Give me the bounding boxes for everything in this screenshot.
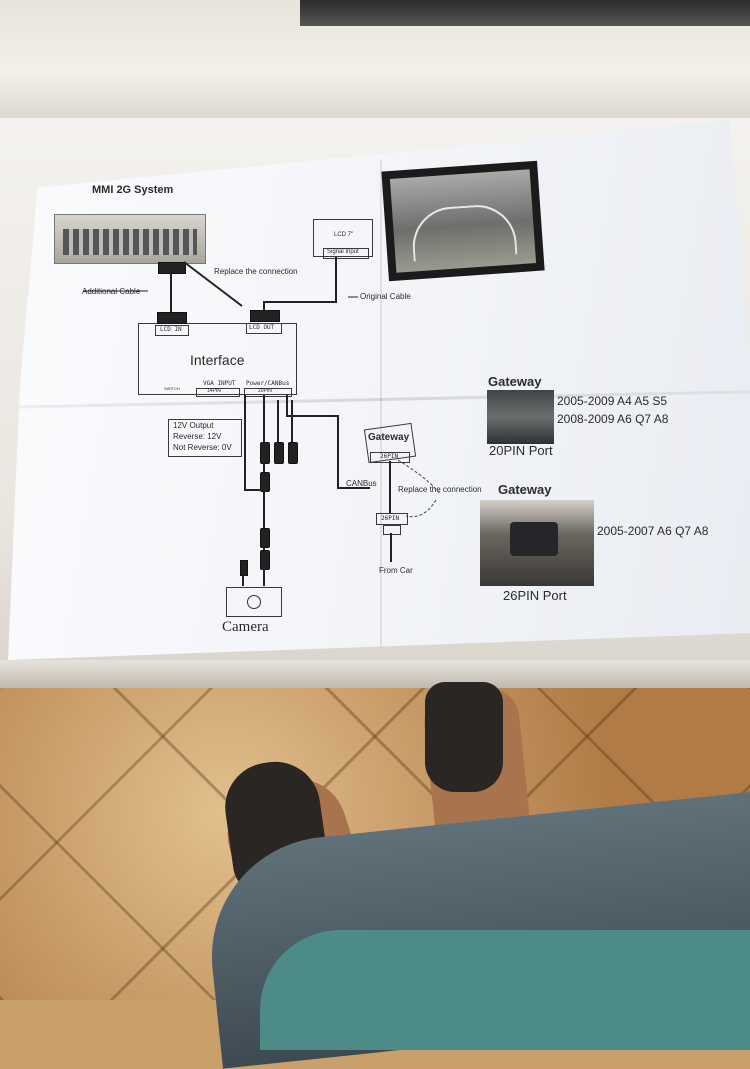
lcd-box (313, 219, 373, 257)
replace-connection-bottom-label: Replace the connection (398, 485, 482, 494)
fold-line-vertical (380, 160, 382, 660)
output-12v-label: 12V Output (173, 421, 214, 430)
rca-plug-1 (260, 442, 270, 464)
pin26-lower-box (376, 513, 408, 525)
instruction-sheet (8, 120, 750, 660)
pin26-lower-label: 26PIN (381, 515, 400, 522)
right-sandal (425, 682, 503, 792)
switch-label: SWITCH (164, 386, 180, 391)
signal-input-port (323, 248, 369, 259)
lcd-out-plug (250, 310, 280, 322)
lcd-in-port (155, 325, 189, 336)
model-line-1: 2005-2009 A4 A5 S5 (557, 394, 668, 408)
lcd-out-label: LCD OUT (249, 324, 275, 331)
gateway-box-label: Gateway (368, 432, 410, 443)
camera-label: Camera (222, 619, 269, 635)
model-line-2: 2008-2009 A6 Q7 A8 (557, 412, 669, 426)
lcd-label: LCD 7" (334, 232, 354, 238)
lcd-in-plug (157, 312, 187, 324)
mmi-unit-image (54, 214, 206, 264)
camera-lens-icon (247, 595, 261, 609)
camera-power-plug (240, 560, 248, 576)
pin20-label: 20PIN (258, 388, 272, 394)
gateway-26pin-image (480, 500, 594, 586)
rear-camera-screen-image (381, 160, 545, 282)
output-12v-box (168, 419, 242, 457)
pin14-label: 14PIN (207, 388, 221, 394)
reverse-12v-label: Reverse: 12V (173, 432, 222, 441)
window-sill-edge (0, 660, 750, 690)
gateway-top-title: Gateway (488, 374, 542, 389)
signal-input-label: Signal Input (327, 249, 359, 255)
shirt (260, 930, 750, 1050)
rca-plug-3 (288, 442, 298, 464)
power-canbus-label: Power/CANBus (246, 380, 290, 387)
mmi-plug (158, 262, 186, 274)
replace-connection-top-label: Replace the connection (214, 267, 298, 276)
pin14-port (196, 388, 240, 397)
from-car-plug (383, 525, 401, 535)
gateway-bottom-title: Gateway (498, 482, 552, 497)
port-26pin-label: 26PIN Port (503, 588, 567, 603)
interface-title: Interface (190, 352, 245, 368)
canbus-label: CANBus (346, 479, 377, 488)
mmi-title: MMI 2G System (92, 184, 174, 196)
rca-plug-camera-1 (260, 528, 270, 548)
interface-box (138, 323, 297, 395)
additional-cable-label: Additional Cable (82, 287, 141, 296)
gateway-pin26-label: 26PIN (380, 453, 399, 460)
rca-plug-lower (260, 472, 270, 492)
original-cable-label: Original Cable (360, 292, 411, 301)
rca-plug-2 (274, 442, 284, 464)
gateway-20pin-image (487, 390, 554, 444)
from-car-label: From Car (379, 566, 413, 575)
not-reverse-label: Not Reverse: 0V (173, 443, 232, 452)
lcd-out-port (246, 323, 282, 334)
camera-box (226, 587, 282, 617)
model-line-3: 2005-2007 A6 Q7 A8 (597, 524, 709, 538)
port-20pin-label: 20PIN Port (489, 443, 553, 458)
window-glass (300, 0, 750, 26)
vga-input-label: VGA INPUT (203, 380, 236, 387)
lcd-in-label: LCD IN (160, 326, 182, 333)
rca-plug-camera-2 (260, 550, 270, 570)
